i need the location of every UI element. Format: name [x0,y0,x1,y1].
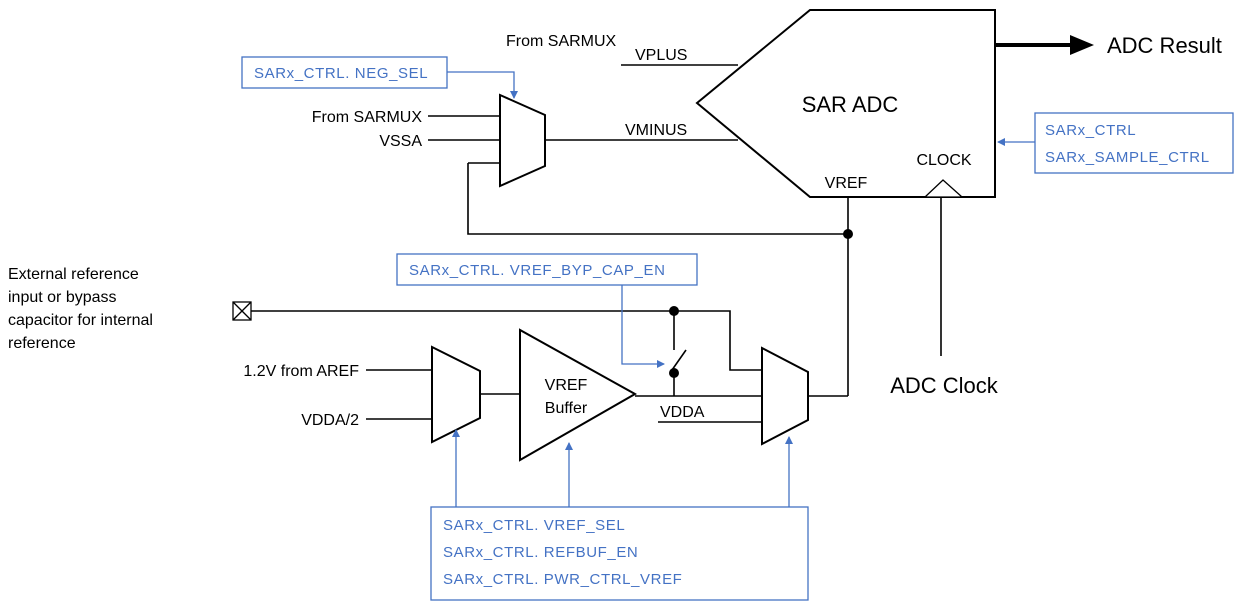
clock-input-marker [923,179,964,198]
vdda-label: VDDA [660,404,705,421]
adc-result-arrowhead [1070,35,1094,55]
vref-byp-cap-en-register-label: SARx_CTRL. VREF_BYP_CAP_EN [409,262,666,279]
adc-result-label: ADC Result [1107,33,1222,58]
neg-sel-register-label: SARx_CTRL. NEG_SEL [254,65,428,82]
refbuf-en-register-label: SARx_CTRL. REFBUF_EN [443,544,638,561]
neg-sel-mux [499,93,546,188]
vref-output-mux [761,346,809,446]
adc-clock-label: ADC Clock [890,373,999,398]
clock-pin-label: CLOCK [916,152,971,169]
vref-buffer-label-line2: Buffer [545,400,588,417]
vref-byp-cap-en-control-line [621,285,665,368]
sample-ctrl-register-label: SARx_SAMPLE_CTRL [1045,149,1210,166]
from-sarmux-mid-label: From SARMUX [312,109,423,126]
ctrl-register-box [1034,112,1234,174]
vref-pin-label: VREF [825,175,868,192]
bypass-switch-blade [671,349,687,371]
vssa-label: VSSA [379,133,422,150]
sar-adc-block [695,9,996,198]
switch-junction-dot [669,368,679,378]
ext-ref-label-line2: input or bypass [8,289,117,306]
sar-adc-title: SAR ADC [802,92,899,117]
vref-sel-register-label: SARx_CTRL. VREF_SEL [443,517,625,534]
ctrl-register-label: SARx_CTRL [1045,122,1136,139]
neg-sel-control-line [447,71,518,99]
ext-ref-label-line4: reference [8,335,76,352]
vplus-label: VPLUS [635,47,687,64]
vref-buffer-label-line1: VREF [545,377,588,394]
aref-label: 1.2V from AREF [243,363,359,380]
pwr-ctrl-vref-register-label: SARx_CTRL. PWR_CTRL_VREF [443,571,682,588]
vref-sel-mux [431,345,481,444]
ext-ref-label-line3: capacitor for internal [8,312,153,329]
from-sarmux-top-label: From SARMUX [506,33,617,50]
vref-feedback-wire [467,163,848,235]
vminus-label: VMINUS [625,122,687,139]
vref-junction-dot [843,229,853,239]
vref-ctrl-register-box [430,506,809,601]
ext-ref-pin-icon [232,301,252,321]
vref-byp-cap-en-register-box [396,253,698,286]
vdda-half-label: VDDA/2 [301,412,359,429]
ext-ref-label-line1: External reference [8,266,139,283]
vref-buffer [519,328,638,462]
ext-ref-wire [251,310,762,371]
